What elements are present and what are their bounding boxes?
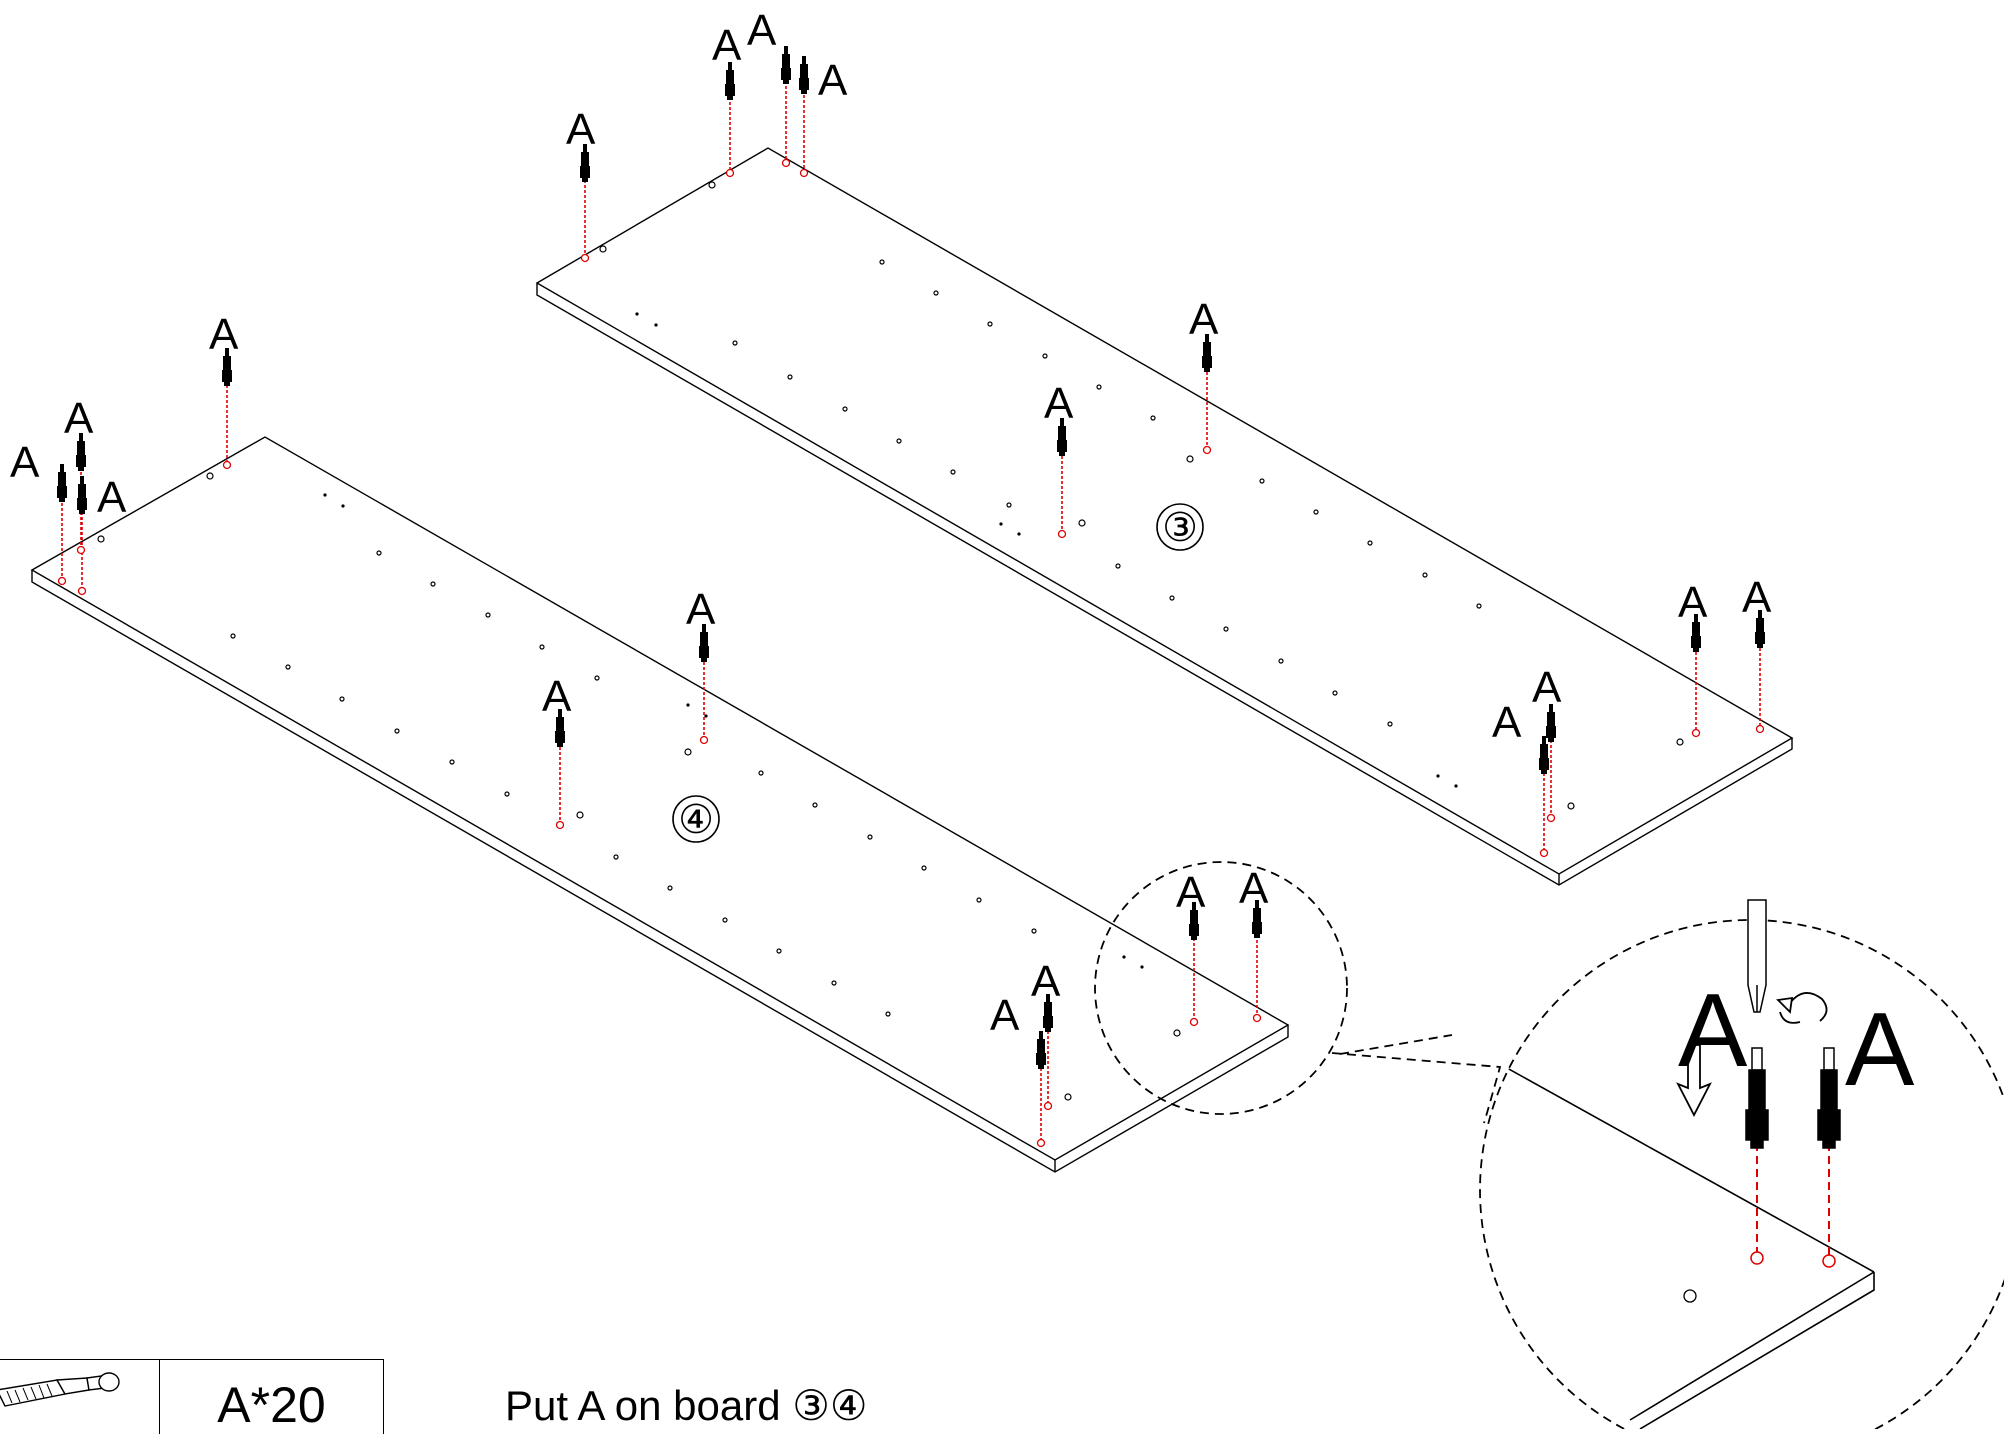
down-arrow-icon xyxy=(1676,1044,1712,1117)
part-label: A xyxy=(818,56,848,105)
zoom-label-a-left: A xyxy=(1678,973,1748,1089)
parts-count: A*20 xyxy=(217,1377,326,1433)
rotate-arrow-icon xyxy=(1776,992,1828,1024)
part-label: A xyxy=(1492,698,1522,747)
part-label: A xyxy=(64,394,94,443)
board-number-3: ③ xyxy=(1156,503,1204,551)
part-label: A xyxy=(1176,868,1206,917)
part-label: A xyxy=(1044,379,1074,428)
part-label: A xyxy=(1031,957,1061,1006)
part-labels: A A A A A A A A A A A A A A A A A A A A xyxy=(10,6,1772,1040)
board-dots xyxy=(323,312,1458,969)
part-label: A xyxy=(990,991,1020,1040)
part-label: A xyxy=(1532,663,1562,712)
parts-table: A*20 xyxy=(0,1359,384,1434)
zoom-dowel-left xyxy=(1745,1047,1769,1149)
board-4-label: ④ xyxy=(678,797,714,843)
part-label: A xyxy=(686,585,716,634)
part-label: A xyxy=(10,438,40,487)
zoom-detail: A A xyxy=(1479,899,2004,1429)
guide-holes xyxy=(57,158,1765,1148)
screwdriver-icon xyxy=(1747,899,1767,1013)
part-label: A xyxy=(566,105,596,154)
part-label: A xyxy=(97,473,127,522)
part-label: A xyxy=(1189,295,1219,344)
part-label: A xyxy=(1239,864,1269,913)
part-label: A xyxy=(712,21,742,70)
board-3-label: ③ xyxy=(1162,505,1198,551)
part-label: A xyxy=(542,672,572,721)
board-holes xyxy=(97,181,1684,1101)
parts-count-cell: A*20 xyxy=(160,1360,383,1434)
dowel-screw-icon xyxy=(0,1372,120,1407)
detail-callout xyxy=(1094,861,1502,1124)
parts-icon-cell xyxy=(0,1360,160,1434)
instruction-text: Put A on board ③④ xyxy=(505,1382,868,1429)
zoom-label-a-right: A xyxy=(1845,992,1915,1108)
part-label: A xyxy=(1678,578,1708,627)
part-label: A xyxy=(1742,573,1772,622)
zoom-dowel-right xyxy=(1817,1047,1841,1149)
part-label: A xyxy=(209,310,239,359)
board-4 xyxy=(30,436,1290,1173)
part-label: A xyxy=(747,6,777,55)
guide-lines xyxy=(61,86,1761,1143)
board-number-4: ④ xyxy=(672,795,720,843)
